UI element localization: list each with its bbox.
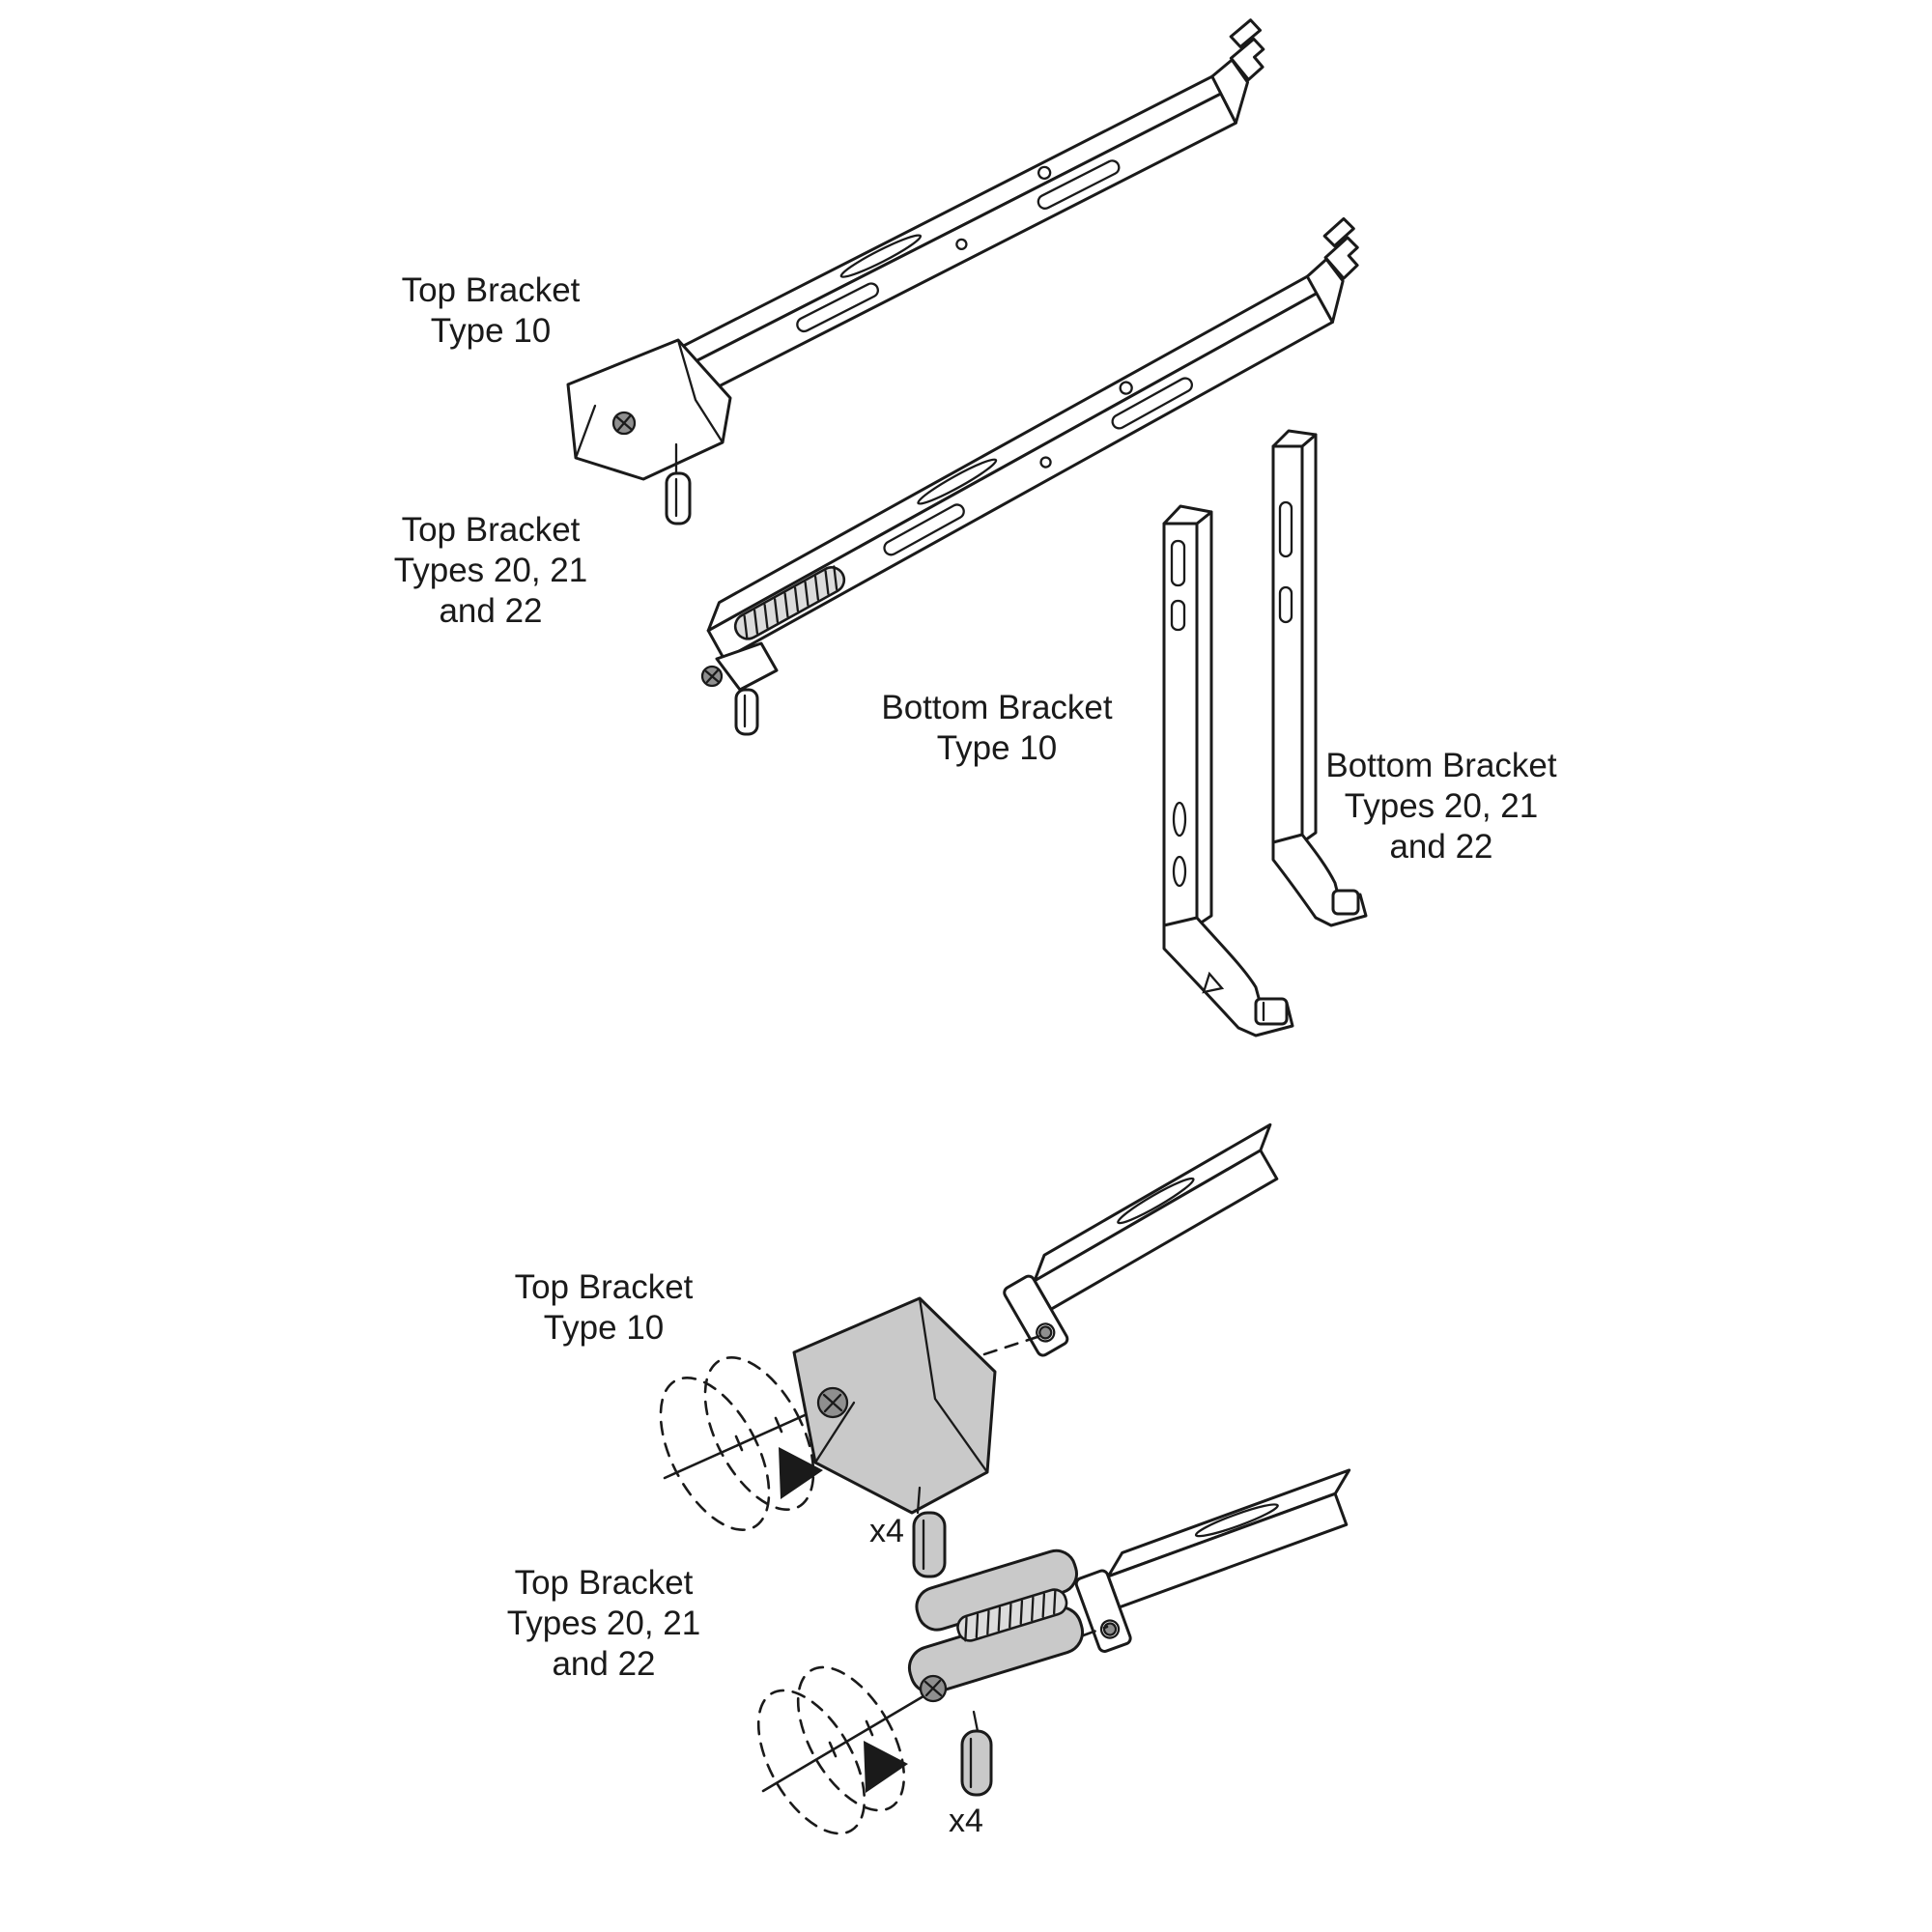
- label-bottom-bracket-types-20-21-22: Bottom Bracket: [1325, 747, 1557, 784]
- top-bracket-types-20-21-22-illustration: [700, 216, 1359, 736]
- rail-section: [1003, 1122, 1279, 1357]
- label-assembly-top-bracket-types-20-21-22: Top Bracket: [515, 1564, 694, 1602]
- hanging-clip: [912, 1511, 947, 1578]
- clip-tab: [1322, 216, 1355, 248]
- top-bracket-type-10-illustration: [566, 18, 1265, 526]
- strap-oval-hole: [1172, 801, 1187, 838]
- label-assembly-top-bracket-type-10: Top Bracket: [515, 1268, 694, 1306]
- strap-top-tip: [1271, 429, 1318, 448]
- label-assembly-top-bracket-types-20-21-22: and 22: [552, 1645, 655, 1683]
- label-bottom-bracket-type-10: Bottom Bracket: [881, 689, 1113, 726]
- rail-type-10: [668, 18, 1265, 406]
- hanging-pin: [960, 1729, 993, 1797]
- clip-link-line: [972, 1710, 980, 1733]
- foot-clip: [1254, 997, 1289, 1026]
- rail-section: [1074, 1468, 1351, 1653]
- strap-oval-hole: [1172, 855, 1187, 888]
- strap-side-face: [1300, 433, 1318, 844]
- clip-link-line: [916, 1486, 922, 1515]
- screw-cross-line: [616, 414, 632, 432]
- direction-arrow-icon: [779, 1447, 823, 1499]
- bottom-bracket-types-20-21-22-illustration: [1271, 429, 1368, 927]
- strap-slot: [1278, 585, 1293, 624]
- bottom-bracket-type-10-illustration: [1162, 504, 1294, 1037]
- spring: [956, 1588, 1068, 1642]
- screw-motion-ellipse: [796, 1665, 906, 1812]
- head-fold-line: [574, 404, 597, 460]
- face-slot: [1037, 159, 1121, 210]
- rail-top-flange: [668, 64, 1235, 377]
- assembly-axis: [663, 1401, 835, 1480]
- screw-motion-ellipse: [756, 1689, 867, 1835]
- rail-end-cap: [1305, 257, 1345, 324]
- rail-front-face: [668, 92, 1237, 406]
- axis-tick: [774, 1416, 783, 1434]
- label-top-bracket-types-20-21-22: Types 20, 21: [394, 552, 587, 589]
- flange-hole: [1037, 165, 1052, 181]
- foot-hole: [1202, 971, 1225, 994]
- assembly-detail-top-bracket-type-10: x4: [659, 1122, 1279, 1578]
- label-top-bracket-type-10: Type 10: [431, 312, 552, 350]
- wall-clip: [1229, 37, 1265, 81]
- flange-slot: [917, 458, 998, 505]
- axis-tick: [734, 1435, 744, 1452]
- strap-slot: [1278, 500, 1293, 558]
- direction-arrow-icon: [864, 1741, 908, 1793]
- head-fold-line: [676, 338, 724, 444]
- label-bottom-bracket-types-20-21-22: Types 20, 21: [1345, 787, 1538, 825]
- strap-side-face: [1195, 510, 1213, 927]
- face-hole: [955, 238, 968, 251]
- label-assembly-top-bracket-types-20-21-22: Types 20, 21: [507, 1605, 700, 1642]
- flange-slot: [1117, 1177, 1195, 1225]
- assembly-axis: [761, 1689, 935, 1793]
- clip-tab: [1229, 18, 1263, 49]
- label-top-bracket-types-20-21-22: Top Bracket: [402, 511, 581, 549]
- face-hole: [1039, 456, 1052, 469]
- foot-clip: [1331, 889, 1360, 916]
- overview-labels: Top Bracket Type 10 Top Bracket Types 20…: [394, 271, 1557, 866]
- axis-tick: [828, 1741, 838, 1758]
- screw-motion-ellipse: [659, 1377, 771, 1531]
- screw-icon: [1038, 1325, 1053, 1340]
- screw-cross-line: [823, 1393, 842, 1413]
- hanging-clip: [665, 471, 692, 526]
- label-assembly-top-bracket-type-10: Type 10: [544, 1309, 665, 1347]
- axis-tick: [865, 1719, 874, 1737]
- label-top-bracket-types-20-21-22: and 22: [439, 592, 542, 630]
- cover-fold-line: [918, 1296, 989, 1474]
- strap-slot: [1170, 539, 1186, 587]
- label-top-bracket-type-10: Top Bracket: [402, 271, 581, 309]
- label-bottom-bracket-type-10: Type 10: [937, 729, 1058, 767]
- assembly-detail-top-bracket-types-20-21-22: x4: [756, 1468, 1351, 1839]
- assembly-labels: Top Bracket Type 10 Top Bracket Types 20…: [507, 1268, 700, 1683]
- flange-hole: [1119, 381, 1133, 395]
- latch-body: [715, 641, 779, 692]
- label-bottom-bracket-types-20-21-22: and 22: [1389, 828, 1492, 866]
- flange-slot: [1194, 1503, 1279, 1538]
- rail-end-cap: [1210, 58, 1250, 125]
- hanging-clip: [734, 688, 759, 736]
- face-slot: [796, 282, 879, 333]
- quantity-label: x4: [949, 1803, 983, 1839]
- quantity-label: x4: [869, 1513, 904, 1549]
- face-slot: [883, 503, 965, 556]
- strap-slot: [1170, 599, 1186, 632]
- rail-front-face: [1033, 1149, 1279, 1311]
- spring-body: [956, 1588, 1068, 1642]
- spring-coils: [964, 1589, 1057, 1642]
- wall-clip: [1323, 236, 1359, 280]
- cover-fold-line: [813, 1401, 856, 1464]
- strap-top-tip: [1162, 504, 1213, 526]
- screw-cross-line: [705, 668, 720, 684]
- spring-coils: [743, 565, 838, 640]
- assembly-axis-dashed: [835, 1333, 1045, 1405]
- flange-slot: [839, 234, 923, 278]
- face-slot: [1111, 377, 1194, 430]
- screw-motion-ellipse: [703, 1356, 815, 1511]
- screw-cross-line: [924, 1679, 942, 1697]
- rail-types-20-21-22: [706, 216, 1359, 661]
